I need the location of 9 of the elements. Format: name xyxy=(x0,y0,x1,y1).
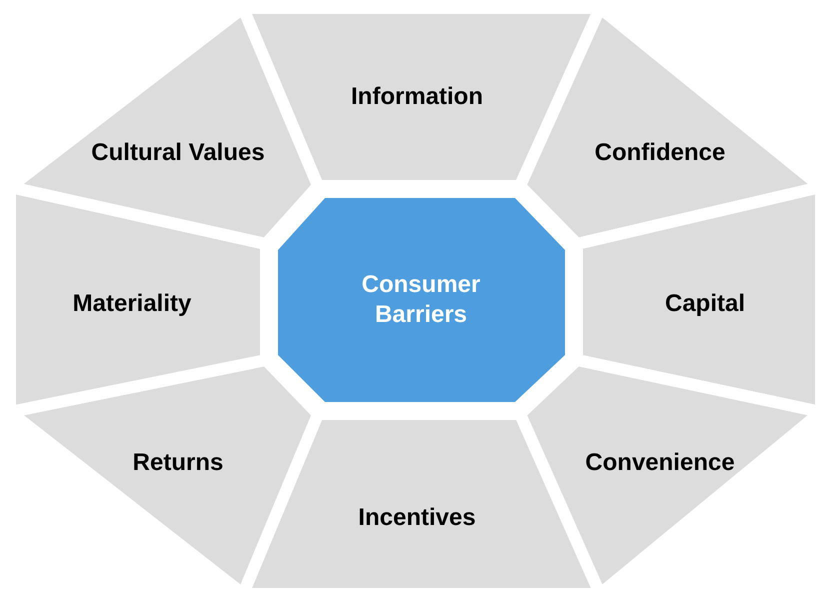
segment-label: Cultural Values xyxy=(91,138,265,168)
segment-label: Incentives xyxy=(358,503,476,533)
segment-label: Materiality xyxy=(72,289,192,319)
segment-label: Convenience xyxy=(585,448,735,478)
segment-label: Returns xyxy=(132,448,224,478)
segment-label: Confidence xyxy=(594,138,726,168)
center-label: Consumer Barriers xyxy=(360,270,482,330)
segment-label: Information xyxy=(351,82,483,112)
segment-label: Capital xyxy=(664,289,745,319)
